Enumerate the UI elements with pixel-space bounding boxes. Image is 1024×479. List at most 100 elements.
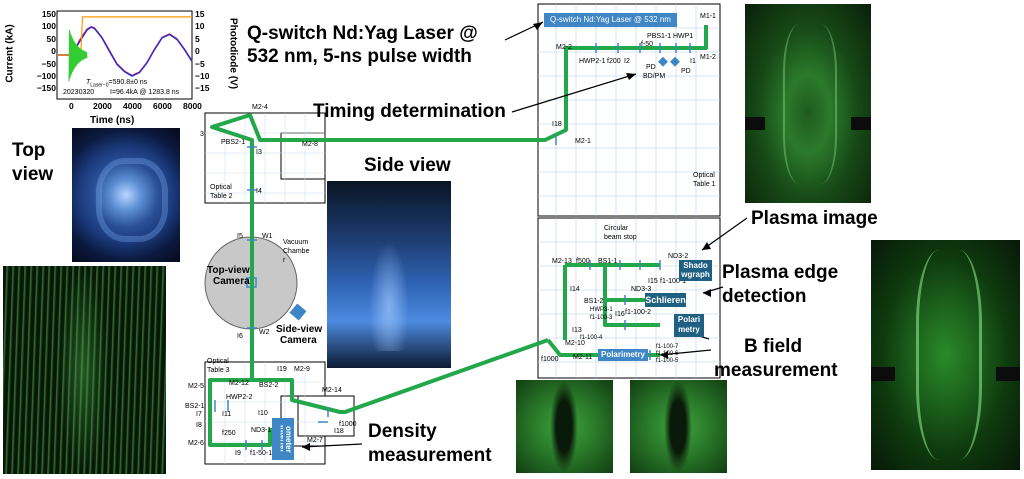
label-f1-100-1: f1-100-1 (660, 278, 687, 285)
label-hwp3-1: HWP3-1 f1-100-3 (590, 306, 613, 322)
label-optical-table-3: Optical Table 3 (207, 357, 230, 375)
label-bs1-2: BS1-2 (584, 298, 604, 305)
label-i1: I1 (690, 58, 696, 65)
plot-annotation-sub: Laser−0 (90, 82, 109, 89)
label-m2-14: M2-14 (322, 387, 342, 394)
label-i16: I16 (615, 311, 625, 318)
label-optical-table-2: Optical Table 2 (210, 183, 233, 201)
label-f1-100-5: f1-100-5 (656, 358, 679, 364)
label-optical-table-3-l2: Table 3 (207, 367, 230, 374)
label-f1-100-6: f1-100-6 (656, 351, 679, 357)
label-optical-table-2-l2: Table 2 (210, 193, 233, 200)
interferometer-box-2: ometer (283, 418, 294, 460)
interferometer-l2: ometer (284, 425, 293, 453)
plasma-image (745, 4, 871, 203)
label-nd3-2: ND3-2 (668, 253, 689, 260)
label-circular-beam-stop: Circular beam stop (604, 224, 637, 242)
side-view-label: Side view (364, 155, 451, 176)
polarimetry-box: Polarimetry (598, 349, 648, 361)
plasma-edge-label: Plasma edge detection (722, 261, 838, 309)
b-field-label: B field measurement (714, 335, 838, 383)
label-pbs1-1: PBS1-1 (647, 33, 672, 40)
side-view-image (327, 181, 451, 368)
label-nd3-1: ND3-1 (251, 427, 272, 434)
label-side-cam-l1: Side-view (276, 324, 323, 335)
label-i2: I2 (624, 58, 630, 65)
top-view-image (72, 128, 180, 262)
label-f250: f250 (222, 430, 236, 437)
plot-left-tick: 150 (41, 9, 56, 19)
plot-left-tick: 50 (46, 33, 56, 44)
label-m2-7: M2-7 (307, 437, 323, 444)
label-w2: W2 (259, 329, 270, 336)
label-m2-10: M2-10 (565, 340, 585, 347)
label-optical-table-3-l1: Optical (207, 358, 229, 365)
label-i14: I14 (570, 286, 580, 293)
label-nd3-3: ND3-3 (631, 286, 652, 293)
label-beam-stop-l1: Circular (604, 225, 629, 232)
label-top-view-camera: Top-view Camera (207, 265, 250, 287)
plot-left-ticks: 150 100 50 0 −50 −100 −150 (26, 8, 56, 95)
polarimetry-small-box: Polari metry (674, 314, 704, 337)
label-f500: f500 (576, 258, 590, 265)
plot-x-tick: 4000 (123, 101, 142, 111)
plot-right-tick: −15 (195, 83, 210, 94)
label-side-view-camera: Side-view Camera (276, 324, 322, 346)
label-i4: I4 (256, 188, 262, 195)
optical-components (214, 43, 691, 450)
laser-caption-line1: Q-switch Nd:Yag Laser @ (247, 23, 478, 44)
b-field-line2: measurement (714, 360, 838, 381)
plot-left-tick: −50 (41, 58, 56, 69)
plot-right-tick: 0 (195, 46, 200, 57)
label-i13: I13 (572, 327, 582, 334)
label-optical-table-2-l1: Optical (210, 184, 232, 191)
label-m1-2: M1-2 (700, 54, 716, 61)
label-f1-100-7: f1-100-7 (656, 344, 679, 350)
top-view-label: Top view (12, 140, 54, 185)
plot-right-ticks: 15 10 5 0 −5 −10 −15 (195, 8, 217, 95)
shadowgraph-l1: Shado (683, 261, 708, 270)
label-m2-4: M2-4 (252, 104, 268, 111)
b-field-line1: B field (744, 336, 803, 357)
plot-x-tick: 8000 (183, 101, 202, 111)
label-m2-5: M2-5 (188, 383, 204, 390)
label-m2-12: M2-12 (229, 380, 249, 387)
label-vacuum-chamber: Vacuum Chambe r (283, 238, 309, 265)
label-beam-stop-l2: beam stop (604, 234, 637, 241)
label-f1000-table4: f1000 (541, 356, 559, 363)
laser-caption: Q-switch Nd:Yag Laser @ 532 nm, 5-ns pul… (247, 22, 478, 68)
timing-label: Timing determination (313, 101, 506, 122)
label-hwp2-2: HWP2-2 (226, 394, 253, 401)
label-i3: I3 (256, 149, 262, 156)
label-m1-1: M1-1 (700, 13, 716, 20)
laser-caption-line2: 532 nm, 5-ns pulse width (247, 46, 472, 67)
plasma-image-label: Plasma image (751, 208, 878, 229)
label-bs2-1: BS2-1 (185, 403, 205, 410)
label-m2-9: M2-9 (294, 366, 310, 373)
schlieren-image-2 (630, 380, 727, 473)
label-f1000: f1000 (339, 421, 357, 428)
label-m2-2: M2-2 (556, 44, 572, 51)
plasma-edge-line2: detection (722, 286, 807, 307)
label-i18: I18 (552, 121, 562, 128)
label-f1-50-1: f1-50-1 (250, 450, 273, 457)
density-label: Density measurement (368, 420, 492, 468)
label-i5: I5 (237, 233, 243, 240)
plot-ylabel-right: Photodiode (V) (227, 17, 239, 90)
side-view-camera-icon (289, 303, 307, 321)
plot-right-tick: −10 (195, 71, 210, 82)
density-line2: measurement (368, 445, 492, 466)
label-hwp1: HWP1 (673, 33, 694, 40)
shadowgraph-l2: wgraph (681, 270, 710, 279)
label-m2-8: M2-8 (302, 141, 318, 148)
label-bd-pm: BD/PM (643, 73, 666, 80)
label-bs2-2: BS2-2 (259, 382, 279, 389)
label-f-50: f-50 (641, 41, 654, 48)
label-edge-3: 3 (200, 131, 204, 138)
label-top-cam-l1: Top-view (207, 265, 250, 276)
label-i10: I10 (258, 410, 268, 417)
photodiode-splitters (658, 56, 680, 67)
label-i6: I6 (237, 333, 243, 340)
label-i11: I11 (222, 411, 232, 418)
